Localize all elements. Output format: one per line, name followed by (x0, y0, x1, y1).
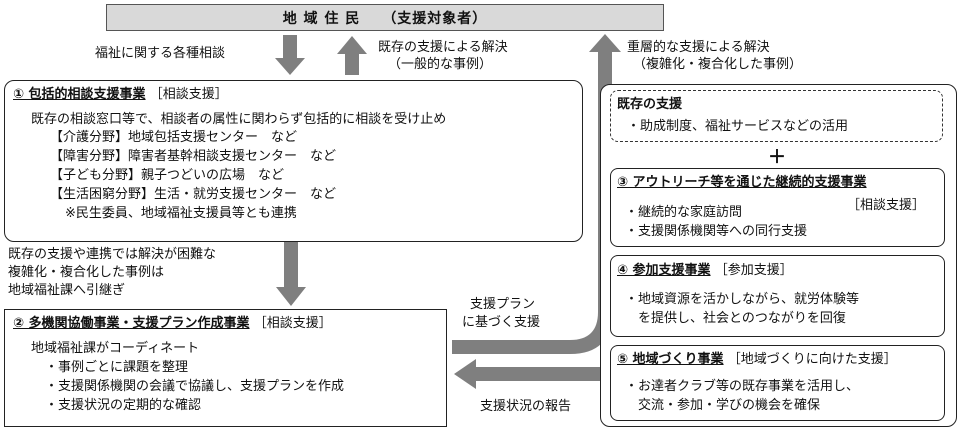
box2-title: ② 多機関協働事業・支援プラン作成事業 (13, 316, 250, 331)
existing-label-1: 既存の支援による解決 (378, 40, 508, 55)
existing-line: ・助成制度、福祉サービスなどの活用 (627, 119, 849, 134)
layered-label-1: 重層的な支援による解決 (627, 40, 770, 55)
box4-line: を提供し、社会とのつながりを回復 (625, 311, 846, 326)
handoff-label-2: 複雑化・複合化した事例は (8, 265, 165, 280)
layered-label-2: （複雑化・複合化した事例） (633, 57, 803, 72)
existing-title: 既存の支援 (617, 97, 683, 112)
header-subtitle: （支援対象者） (382, 10, 488, 27)
residents-header: 地 域 住 民 （支援対象者） (106, 4, 664, 31)
handoff-label-1: 既存の支援や連携では解決が困難な (8, 247, 217, 262)
box2-heading: ② 多機関協働事業・支援プラン作成事業 ［相談支援］ (13, 316, 332, 332)
box1-line: 【子ども分野】親子つどいの広場 など (50, 168, 285, 183)
multi-agency-box: ② 多機関協働事業・支援プラン作成事業 ［相談支援］ 地域福祉課がコーディネート… (4, 309, 447, 427)
outreach-box: ③ アウトリーチ等を通じた継続的支援事業 ［相談支援］ ・継続的な家庭訪問 ・支… (610, 168, 945, 247)
box3-tag: ［相談支援］ (847, 198, 926, 213)
box1-line: 【介護分野】地域包括支援センター など (50, 130, 298, 145)
handoff-label-3: 地域福祉課へ引継ぎ (8, 283, 126, 298)
box1-line: 既存の相談窓口等で、相談者の属性に関わらず包括的に相談を受け止め (31, 112, 447, 127)
header-title: 地 域 住 民 (282, 10, 361, 27)
box5-title: ⑤ 地域づくり事業 (617, 352, 724, 367)
box4-heading: ④ 参加支援事業 ［参加支援］ (617, 263, 793, 279)
box1-line: 【障害分野】障害者基幹相談支援センター など (50, 149, 337, 164)
plan-label-2: に基づく支援 (462, 315, 541, 330)
box3-line: ・継続的な家庭訪問 (625, 205, 743, 220)
box2-line: 地域福祉課がコーディネート (31, 341, 200, 356)
box5-heading: ⑤ 地域づくり事業 ［地域づくりに向けた支援］ (617, 352, 897, 368)
box2-line: ・支援関係機関の会議で協議し、支援プランを作成 (45, 379, 345, 394)
report-label: 支援状況の報告 (480, 399, 572, 414)
report-left-arrow (454, 359, 605, 389)
box3-title-text: ③ アウトリーチ等を通じた継続的支援事業 (617, 175, 867, 190)
box5-line: 交流・参加・学びの機会を確保 (625, 398, 821, 413)
community-building-box: ⑤ 地域づくり事業 ［地域づくりに向けた支援］ ・お達者クラブ等の既存事業を活用… (610, 345, 945, 421)
box5-line: ・お達者クラブ等の既存事業を活用し、 (625, 379, 860, 394)
plus-sign: ＋ (768, 147, 786, 168)
existing-up-arrow (337, 36, 367, 75)
box5-tag: ［地域づくりに向けた支援］ (727, 352, 897, 367)
participation-box: ④ 参加支援事業 ［参加支援］ ・地域資源を活かしながら、就労体験等 を提供し、… (610, 255, 945, 337)
box1-heading: ① 包括的相談支援事業 ［相談支援］ (13, 87, 228, 103)
box4-tag: ［参加支援］ (714, 263, 793, 278)
box1-line: ※民生委員、地域福祉支援員等とも連携 (65, 206, 297, 221)
box4-line: ・地域資源を活かしながら、就労体験等 (625, 292, 860, 307)
consult-down-arrow (275, 35, 305, 75)
box1-title: ① 包括的相談支援事業 (13, 87, 146, 102)
box1-tag: ［相談支援］ (149, 87, 228, 102)
plan-label-1: 支援プラン (470, 297, 536, 312)
consult-label: 福祉に関する各種相談 (95, 46, 226, 61)
existing-support-box: 既存の支援 ・助成制度、福祉サービスなどの活用 (610, 90, 943, 142)
handoff-down-arrow (276, 242, 306, 306)
box2-line: ・支援状況の定期的な確認 (45, 398, 202, 413)
box4-title: ④ 参加支援事業 (617, 263, 711, 278)
existing-label-2: （一般的な事例） (388, 57, 493, 72)
box3-line: ・支援関係機関等への同行支援 (625, 224, 808, 239)
box2-tag: ［相談支援］ (253, 316, 332, 331)
comprehensive-consultation-box: ① 包括的相談支援事業 ［相談支援］ 既存の相談窓口等で、相談者の属性に関わらず… (4, 80, 583, 242)
box2-line: ・事例ごとに課題を整理 (45, 360, 189, 375)
box3-title: ③ アウトリーチ等を通じた継続的支援事業 (617, 175, 867, 191)
box1-line: 【生活困窮分野】生活・就労支援センター など (50, 187, 337, 202)
